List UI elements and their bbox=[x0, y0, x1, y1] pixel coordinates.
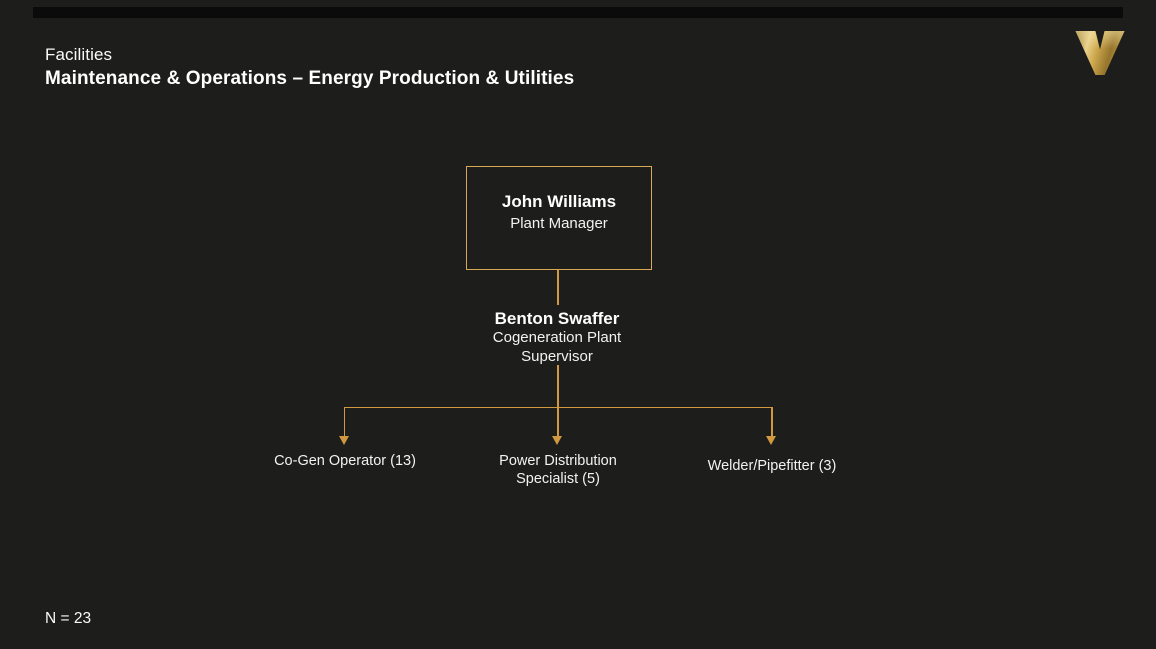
connector-root-to-supervisor bbox=[557, 270, 559, 305]
org-leaf-power-distribution-specialist: Power Distribution Specialist (5) bbox=[453, 453, 663, 488]
org-node-cogeneration-supervisor: Benton Swaffer Cogeneration Plant Superv… bbox=[457, 308, 657, 366]
org-node-name: John Williams bbox=[501, 192, 617, 211]
connector-stem-right bbox=[771, 407, 773, 437]
org-leaf-label-line: Power Distribution bbox=[499, 453, 617, 469]
department-label: Facilities bbox=[45, 45, 113, 64]
org-leaf-cogen-operator: Co-Gen Operator (13) bbox=[240, 453, 450, 471]
org-node-name: Benton Swaffer bbox=[494, 309, 620, 328]
org-node-plant-manager: John Williams Plant Manager bbox=[466, 166, 652, 270]
top-strip bbox=[33, 7, 1123, 18]
arrow-down-icon bbox=[552, 436, 562, 445]
org-node-role-line: Cogeneration Plant bbox=[492, 329, 622, 346]
vanderbilt-v-logo-icon bbox=[1074, 31, 1126, 75]
slide-title: Maintenance & Operations – Energy Produc… bbox=[45, 68, 575, 89]
org-leaf-label-line: Specialist (5) bbox=[516, 470, 600, 487]
arrow-down-icon bbox=[766, 436, 776, 445]
connector-stem-left bbox=[343, 407, 345, 437]
arrow-down-icon bbox=[338, 436, 349, 445]
org-leaf-label-line: Co-Gen Operator (13) bbox=[274, 453, 416, 469]
slide-header: Facilities Maintenance & Operations – En… bbox=[45, 44, 574, 91]
connector-rail bbox=[344, 406, 773, 408]
org-leaf-label-line: Welder/Pipefitter (3) bbox=[707, 458, 837, 474]
org-leaf-welder-pipefitter: Welder/Pipefitter (3) bbox=[667, 458, 877, 476]
org-node-role-line: Supervisor bbox=[521, 347, 593, 365]
org-node-role: Plant Manager bbox=[510, 215, 608, 232]
headcount-label: N = 23 bbox=[45, 610, 92, 627]
connector-stem-center bbox=[557, 407, 559, 437]
connector-supervisor-to-rail bbox=[557, 365, 559, 408]
